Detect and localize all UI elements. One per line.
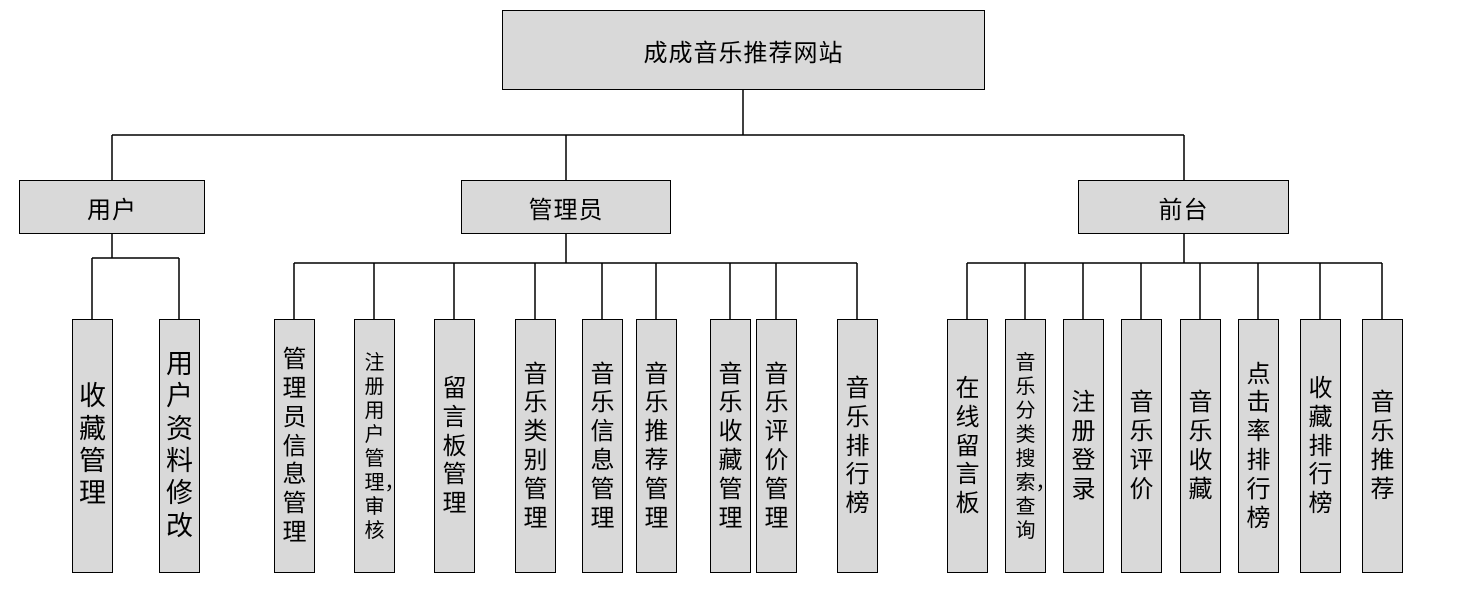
group-node-label: 用户 [87, 195, 137, 224]
leaf-node: 音乐信息管理 [582, 319, 623, 573]
leaf-node-label: 收藏管理 [79, 381, 106, 510]
leaf-node-label: 音乐信息管理 [590, 359, 615, 532]
leaf-node: 音乐分类搜索，查询 [1005, 319, 1046, 573]
group-node-label: 前台 [1158, 195, 1209, 224]
leaf-node: 在线留言板 [947, 319, 988, 573]
root-node: 成成音乐推荐网站 [502, 10, 985, 90]
leaf-node: 留言板管理 [434, 319, 475, 573]
leaf-node-label: 音乐类别管理 [523, 359, 548, 532]
leaf-node-label: 点击率排行榜 [1246, 359, 1271, 532]
leaf-node-label: 注册登录 [1071, 388, 1096, 503]
leaf-node: 音乐推荐 [1362, 319, 1403, 573]
leaf-node: 注册登录 [1063, 319, 1104, 573]
leaf-node-label: 音乐推荐 [1370, 388, 1395, 503]
leaf-node: 音乐类别管理 [515, 319, 556, 573]
leaf-node-label: 音乐收藏管理 [718, 359, 743, 532]
leaf-node-label: 音乐分类搜索，查询 [1015, 350, 1046, 542]
leaf-node: 用户资料修改 [159, 319, 200, 573]
group-node-front: 前台 [1078, 180, 1289, 234]
leaf-node: 音乐评价 [1121, 319, 1162, 573]
leaf-node-label: 音乐评价管理 [764, 359, 789, 532]
leaf-node: 管理员信息管理 [274, 319, 315, 573]
leaf-node-label: 留言板管理 [442, 374, 467, 518]
leaf-node: 点击率排行榜 [1238, 319, 1279, 573]
group-node-user: 用户 [19, 180, 205, 234]
leaf-node: 收藏排行榜 [1300, 319, 1341, 573]
leaf-node: 音乐评价管理 [756, 319, 797, 573]
leaf-node: 音乐排行榜 [837, 319, 878, 573]
leaf-node-label: 音乐评价 [1129, 388, 1154, 503]
leaf-node: 注册用户管理，审核 [354, 319, 395, 573]
leaf-node-label: 在线留言板 [955, 374, 980, 518]
leaf-node: 收藏管理 [72, 319, 113, 573]
leaf-node-label: 音乐收藏 [1188, 388, 1213, 503]
group-node-admin: 管理员 [461, 180, 671, 234]
leaf-node-label: 收藏排行榜 [1308, 374, 1333, 518]
leaf-node-label: 音乐排行榜 [845, 374, 870, 518]
leaf-node: 音乐推荐管理 [636, 319, 677, 573]
leaf-node-label: 注册用户管理，审核 [364, 350, 395, 542]
root-node-label: 成成音乐推荐网站 [643, 38, 844, 67]
group-node-label: 管理员 [528, 195, 604, 224]
leaf-node: 音乐收藏 [1180, 319, 1221, 573]
leaf-node: 音乐收藏管理 [710, 319, 751, 573]
leaf-node-label: 管理员信息管理 [282, 345, 307, 546]
leaf-node-label: 音乐推荐管理 [644, 359, 669, 532]
leaf-node-label: 用户资料修改 [166, 348, 193, 542]
